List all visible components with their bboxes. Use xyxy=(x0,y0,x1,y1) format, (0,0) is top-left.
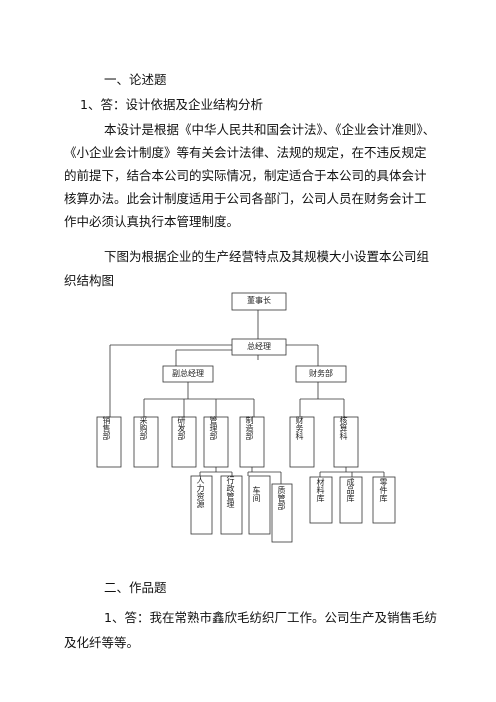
rnd-box xyxy=(171,416,197,468)
accounting-section-label: 核算科 xyxy=(339,416,348,440)
sales-label: 销售部 xyxy=(102,416,111,440)
general-manager-label: 总经理 xyxy=(247,342,271,351)
rnd-label: 研发部 xyxy=(177,416,186,440)
paragraph-line: 作中必须认真执行本管理制度。 xyxy=(64,214,240,229)
paragraph-line: 本设计是根据《中华人民共和国会计法》、《企业会计准则》、 xyxy=(104,122,436,137)
workshop-box xyxy=(248,475,271,535)
admin-box xyxy=(220,475,243,535)
parts-store-label: 零件库 xyxy=(379,478,388,502)
paragraph-line: 及化纤等等。 xyxy=(64,635,140,650)
finance-dept-label: 财务部 xyxy=(309,369,333,378)
materials-store-box xyxy=(309,476,333,524)
management-label: 管理部 xyxy=(209,416,218,440)
deputy-gm-label: 副总经理 xyxy=(172,369,204,378)
finished-goods-store-box xyxy=(339,476,363,524)
chairman-label: 董事长 xyxy=(247,296,271,305)
general-manager-box xyxy=(231,338,287,356)
paragraph-line: 织结构图 xyxy=(64,273,115,288)
hr-box xyxy=(190,475,213,535)
paragraph-line: 下图为根据企业的生产经营特点及其规模大小设置本公司组 xyxy=(104,249,430,264)
workshop-label: 车间 xyxy=(252,486,261,502)
paragraph-line: 《小企业会计制度》等有关会计法律、法规的规定，在不违反规定 xyxy=(64,145,427,160)
finance-section-label: 财务科 xyxy=(295,416,304,440)
quality-box xyxy=(271,483,293,543)
finished-goods-store-label: 成品库 xyxy=(346,478,355,502)
purchasing-box xyxy=(133,416,159,468)
parts-store-box xyxy=(372,476,396,524)
sales-box xyxy=(96,416,122,468)
paragraph-line: 核算办法。此会计制度适用于公司各部门，公司人员在财务会计工 xyxy=(64,191,427,206)
quality-label: 质管部 xyxy=(277,486,286,510)
manufacturing-label: 制造部 xyxy=(245,416,254,440)
purchasing-label: 采购部 xyxy=(139,416,148,440)
admin-label: 行政管理 xyxy=(226,476,235,508)
section-heading-work: 二、作品题 xyxy=(104,580,167,595)
finance-dept-box xyxy=(295,365,347,383)
paragraph-line: 的前提下，结合本公司的实际情况，制定适合于本公司的具体会计 xyxy=(64,168,427,183)
hr-label: 人力资源 xyxy=(196,476,205,508)
chairman-box xyxy=(231,292,287,311)
section-heading-essay: 一、论述题 xyxy=(104,72,167,87)
materials-store-label: 材料库 xyxy=(316,478,325,502)
finance-section-box xyxy=(289,416,315,468)
answer-title: 1、答：设计依据及企业结构分析 xyxy=(80,97,263,112)
paragraph-line: 1、答：我在常熟市鑫欣毛纺织厂工作。公司生产及销售毛纺 xyxy=(104,610,437,625)
